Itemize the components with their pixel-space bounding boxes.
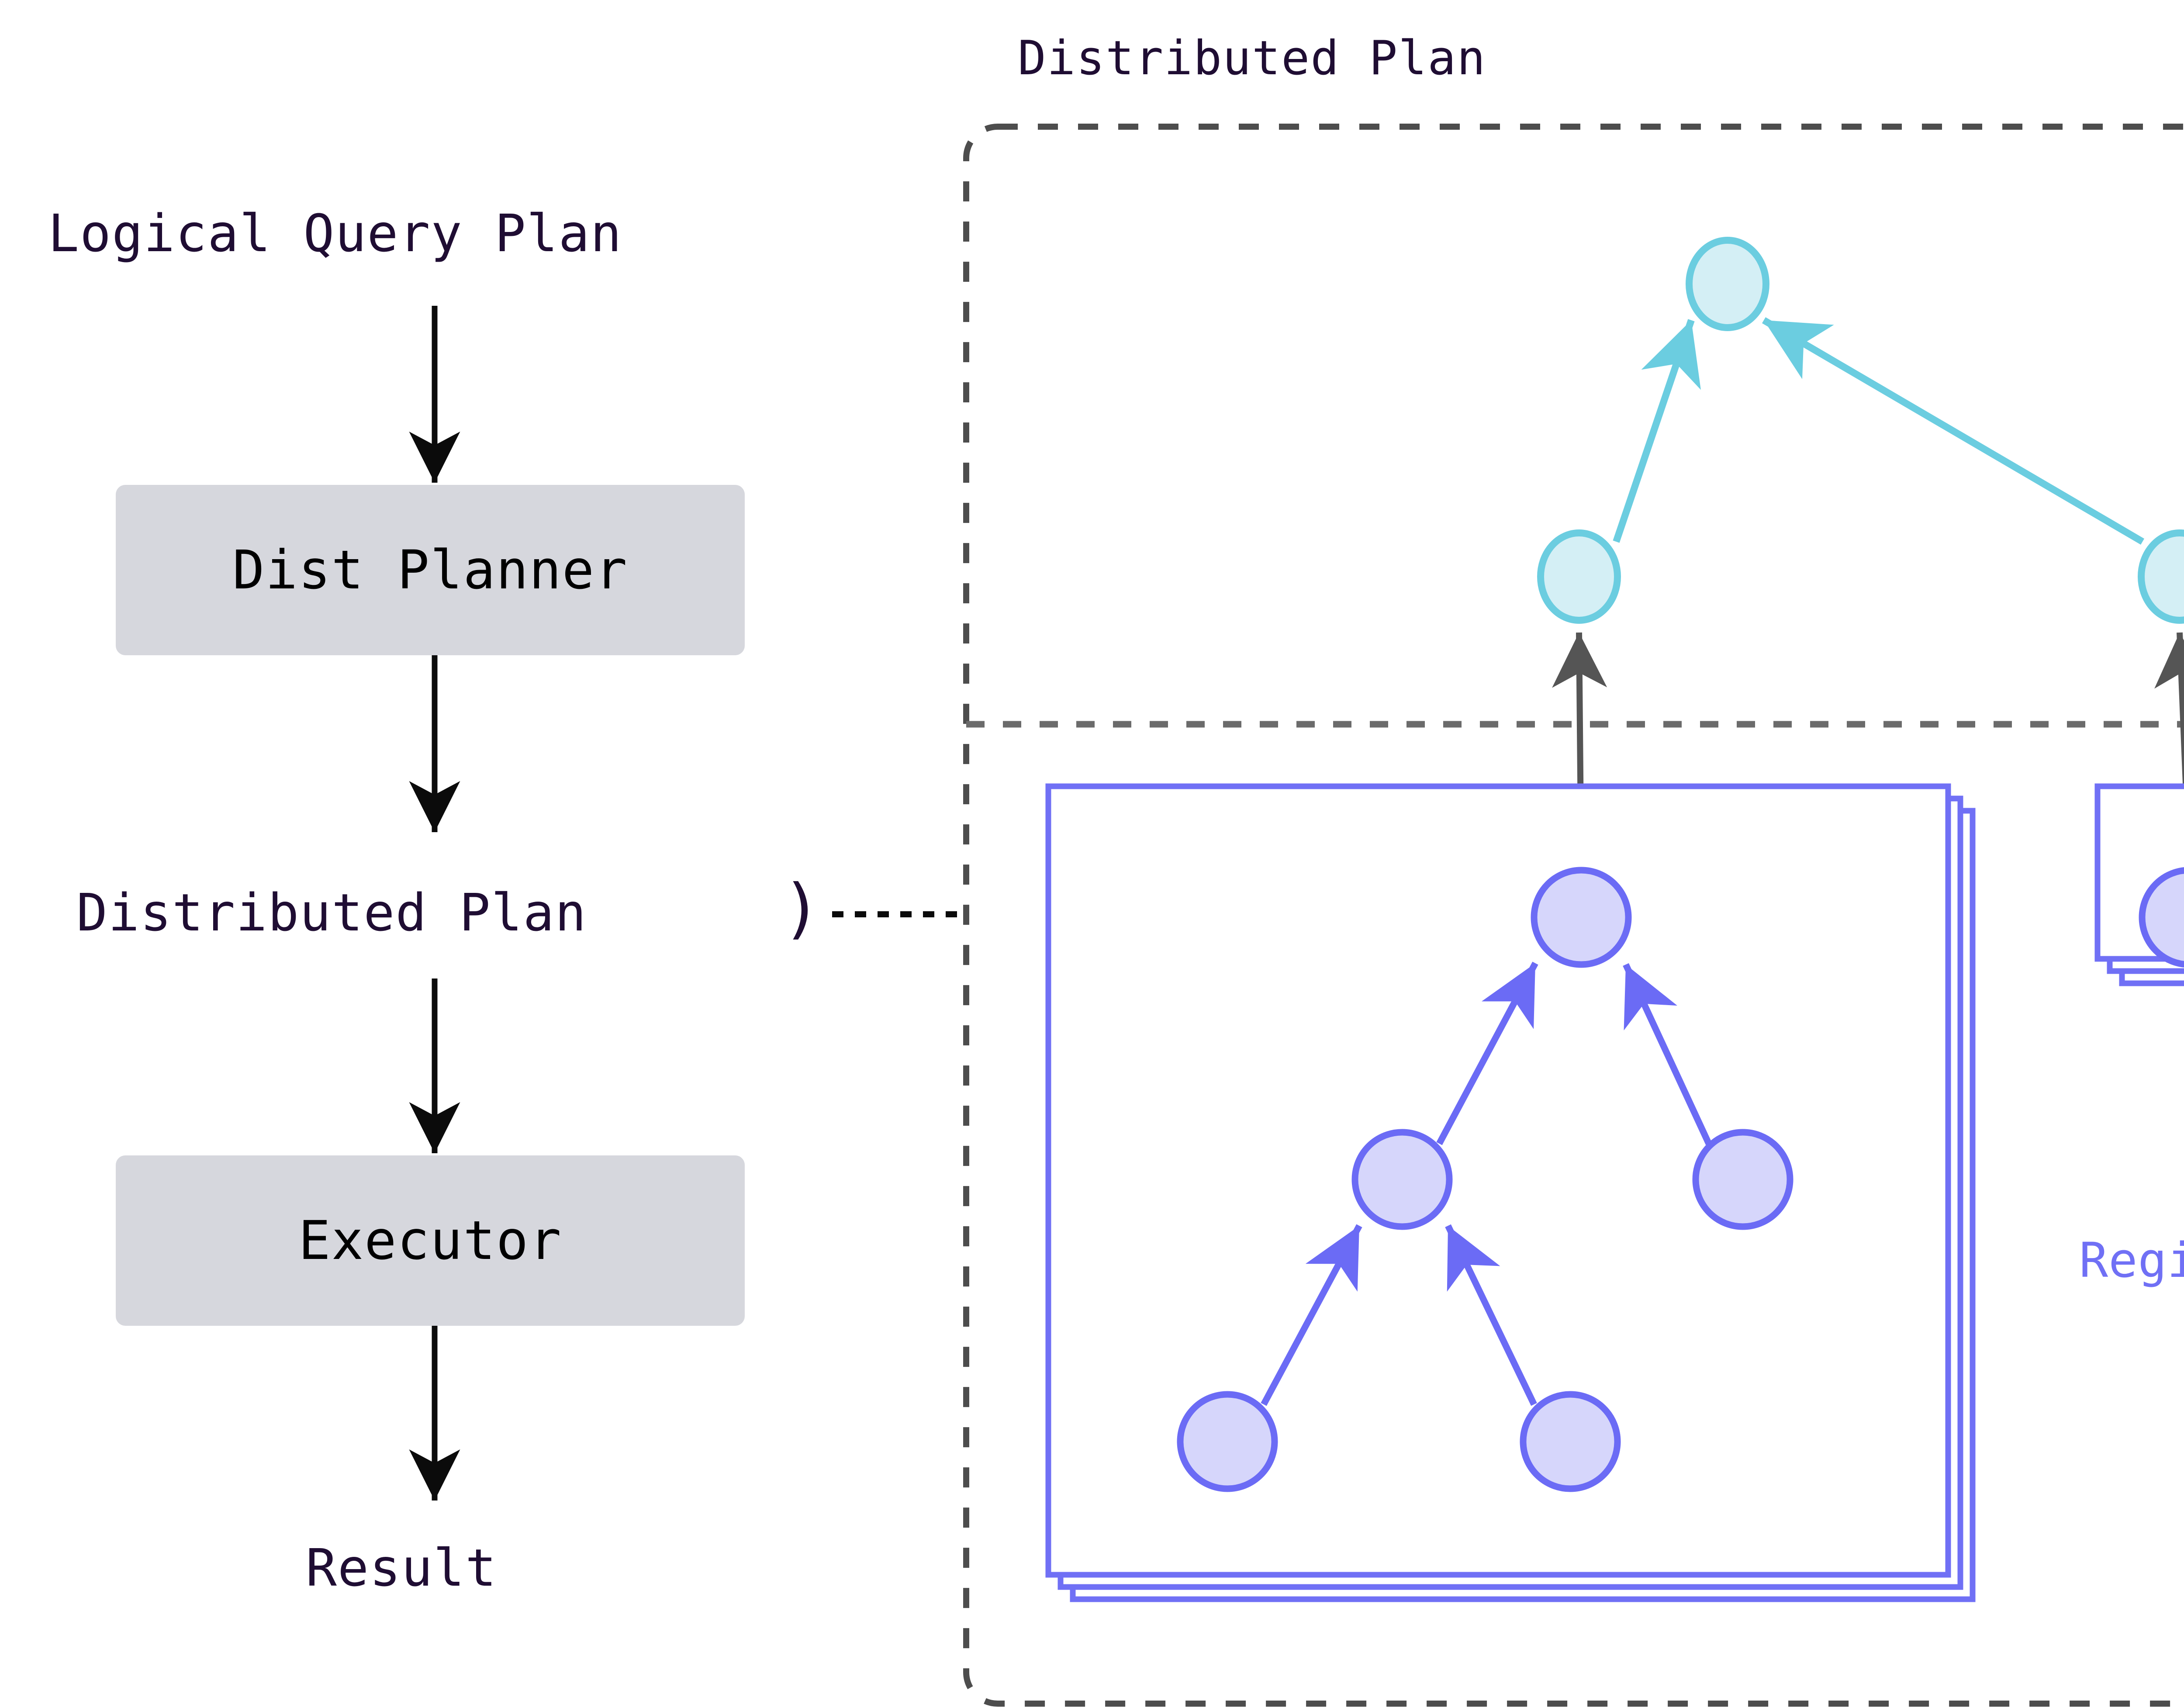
edge-fright-to-froot (1762, 317, 2145, 545)
dist-planner-box[interactable]: Dist Planner (116, 485, 745, 655)
executor-box[interactable]: Executor (116, 1155, 745, 1326)
frontend-node-root[interactable] (1686, 237, 1769, 331)
frontend-node-right[interactable] (2138, 529, 2184, 624)
edge-ronly-to-fright (2154, 632, 2184, 816)
left-region-nodes (1177, 867, 1794, 1492)
datanode-node-root[interactable] (1531, 867, 1632, 968)
datanode-node-right[interactable] (1692, 1129, 1794, 1230)
distributed-plan-panel-title: Distributed Plan (1018, 31, 1486, 86)
dist-planner-label: Dist Planner (232, 539, 628, 601)
frontend-nodes (1537, 237, 2184, 624)
executor-label: Executor (298, 1210, 562, 1272)
distributed-plan-label: Distributed Plan (76, 882, 587, 943)
datanode-node-right-region[interactable] (2139, 867, 2184, 968)
left-region-stack[interactable] (1045, 783, 1976, 1602)
frontend-edges (1613, 317, 2145, 545)
distributed-plan-container (963, 124, 2184, 1707)
brace-glyph: ) (782, 871, 822, 947)
logical-query-plan-label: Logical Query Plan (48, 203, 622, 263)
datanode-node-leaf-left[interactable] (1177, 1391, 1278, 1492)
datanode-node-mid[interactable] (1351, 1129, 1453, 1230)
regions-label: Regions (2079, 1232, 2184, 1288)
edge-dlb-to-dmid (1261, 1224, 1362, 1406)
datanode-node-leaf-right[interactable] (1520, 1391, 1621, 1492)
frontend-node-left[interactable] (1537, 529, 1621, 624)
result-label: Result (306, 1538, 498, 1598)
edge-fleft-to-froot (1613, 319, 1701, 543)
edge-drt-to-droot (1623, 963, 1712, 1145)
edge-dmid-to-droot (1436, 961, 1538, 1145)
left-region-edges (1261, 961, 1712, 1406)
edge-drb-to-dmid (1445, 1224, 1537, 1406)
